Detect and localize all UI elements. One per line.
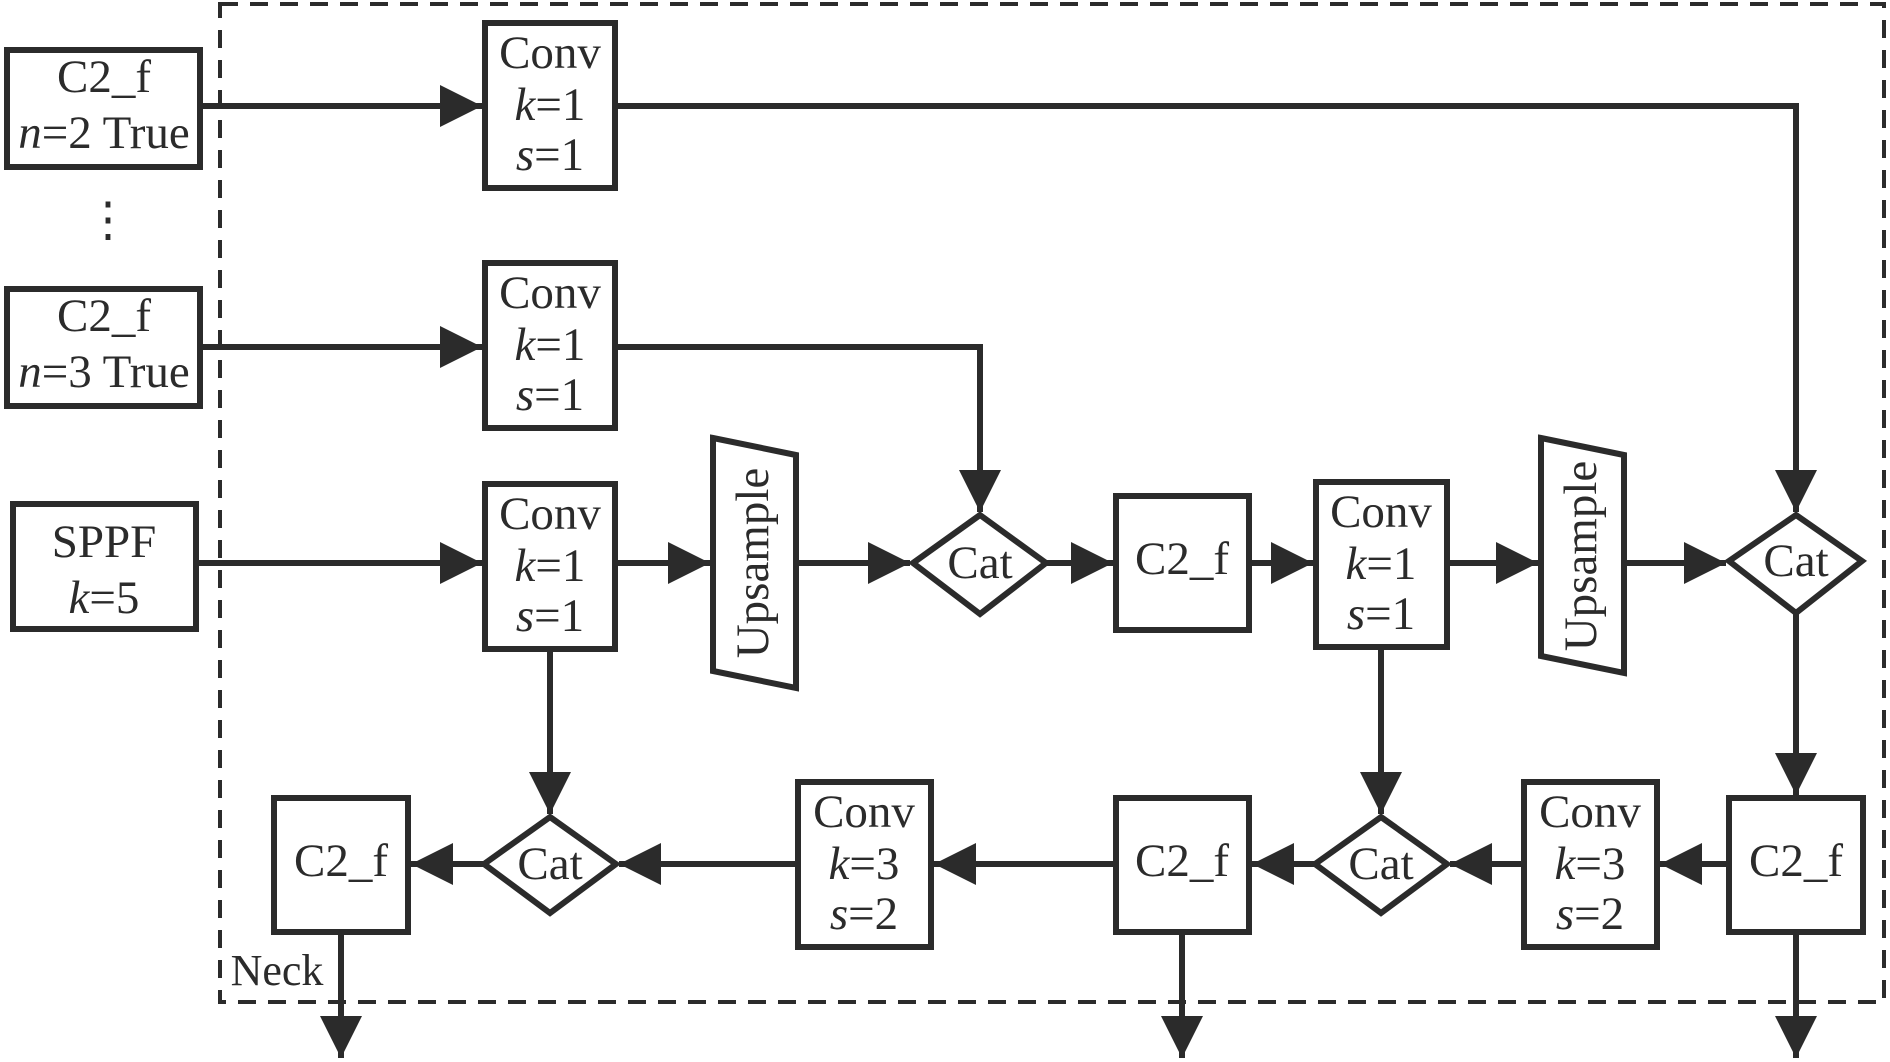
input-sppf: SPPF k=5 [10,501,199,632]
svg-text:k=3: k=3 [829,838,900,890]
svg-text:Upsample: Upsample [1555,461,1607,652]
neck-label: Neck [231,946,324,995]
input-c2f-n2: C2_f n=2 True [4,47,203,170]
svg-text:k=1: k=1 [515,79,586,131]
arrow-conv-mid-cat1 [615,344,1001,512]
arrow-conv-top-cat2 [615,103,1817,512]
conv-k1-top: Conv k=1 s=1 [482,20,618,191]
c2f-bottom-left: C2_f [271,795,411,935]
svg-text:s=2: s=2 [1556,888,1624,940]
svg-text:Conv: Conv [499,267,601,319]
neck-region-border [218,2,1886,1004]
c2f-bottom-right: C2_f [1726,795,1866,935]
svg-text:Conv: Conv [499,488,601,540]
c2f-mid: C2_f [1113,493,1252,633]
svg-text:Conv: Conv [1539,786,1641,838]
conv-k1-sppf: Conv k=1 s=1 [482,481,618,652]
cat-1: Cat [907,511,1052,618]
svg-text:Conv: Conv [813,786,915,838]
cat-4: Cat [478,813,622,917]
upsample-1: Upsample [710,434,799,692]
svg-text:C2_f: C2_f [1135,533,1229,585]
ellipsis: ⋮ [85,194,132,246]
svg-text:C2_f: C2_f [57,290,151,342]
svg-text:s=2: s=2 [830,888,898,940]
svg-text:k=1: k=1 [515,319,586,371]
svg-text:C2_f: C2_f [294,835,388,887]
upsample-2: Upsample [1538,434,1627,677]
svg-text:k=1: k=1 [1346,538,1417,590]
cat-2: Cat [1723,511,1868,617]
svg-text:Cat: Cat [947,537,1012,589]
input-c2f-n3: C2_f n=3 True [4,286,203,409]
svg-text:k=5: k=5 [69,572,140,624]
svg-text:k=3: k=3 [1555,838,1626,890]
svg-text:s=1: s=1 [516,369,584,421]
svg-text:Cat: Cat [1763,535,1828,587]
c2f-bottom-mid: C2_f [1113,795,1252,935]
svg-text:C2_f: C2_f [1135,835,1229,887]
svg-text:k=1: k=1 [515,540,586,592]
svg-text:Upsample: Upsample [727,468,779,659]
svg-text:s=1: s=1 [516,590,584,642]
conv-k3-right: Conv k=3 s=2 [1521,779,1660,950]
conv-k1-right: Conv k=1 s=1 [1313,479,1450,650]
svg-text:n=3 True: n=3 True [18,346,189,398]
conv-k1-mid: Conv k=1 s=1 [482,260,618,431]
svg-text:C2_f: C2_f [1749,835,1843,887]
connectors [196,85,1817,1058]
cat-3: Cat [1309,813,1453,917]
svg-text:Cat: Cat [1348,838,1413,890]
svg-text:Cat: Cat [517,838,582,890]
svg-text:Conv: Conv [499,27,601,79]
svg-text:s=1: s=1 [1347,588,1415,640]
svg-text:Conv: Conv [1330,486,1432,538]
svg-text:n=2 True: n=2 True [18,107,189,159]
svg-text:SPPF: SPPF [52,516,157,568]
svg-text:C2_f: C2_f [57,51,151,103]
conv-k3-left: Conv k=3 s=2 [795,779,934,950]
svg-text:s=1: s=1 [516,129,584,181]
